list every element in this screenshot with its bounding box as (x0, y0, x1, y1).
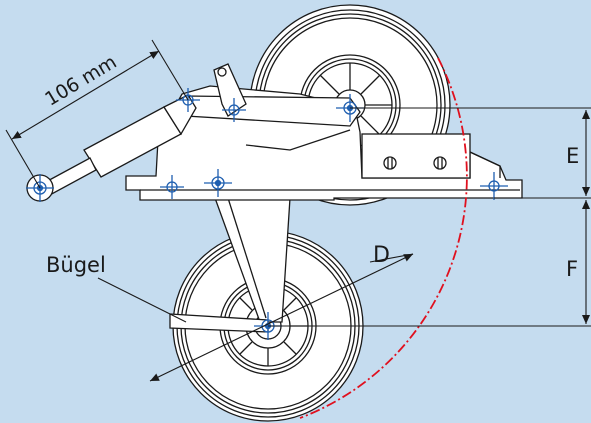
bracket-label: Bügel (46, 253, 106, 277)
dimension-e (350, 107, 591, 199)
pivot-frame-right-icon (480, 172, 508, 200)
dimension-106mm (5, 39, 189, 189)
bolt-head-right (433, 156, 447, 170)
dimension-e-label: E (566, 144, 579, 168)
bolt-head-left (383, 156, 397, 170)
dimension-f-label: F (566, 257, 578, 281)
pivot-crank-icon (222, 98, 246, 122)
pivot-frame-mid-icon (204, 169, 232, 197)
dimension-d (149, 253, 414, 382)
pivot-frame-left-icon (160, 175, 184, 199)
swing-radius-arc (299, 57, 468, 419)
dimension-d-label: D (373, 243, 390, 268)
clamp-block (361, 133, 501, 179)
bracket-leader-line (97, 277, 187, 323)
